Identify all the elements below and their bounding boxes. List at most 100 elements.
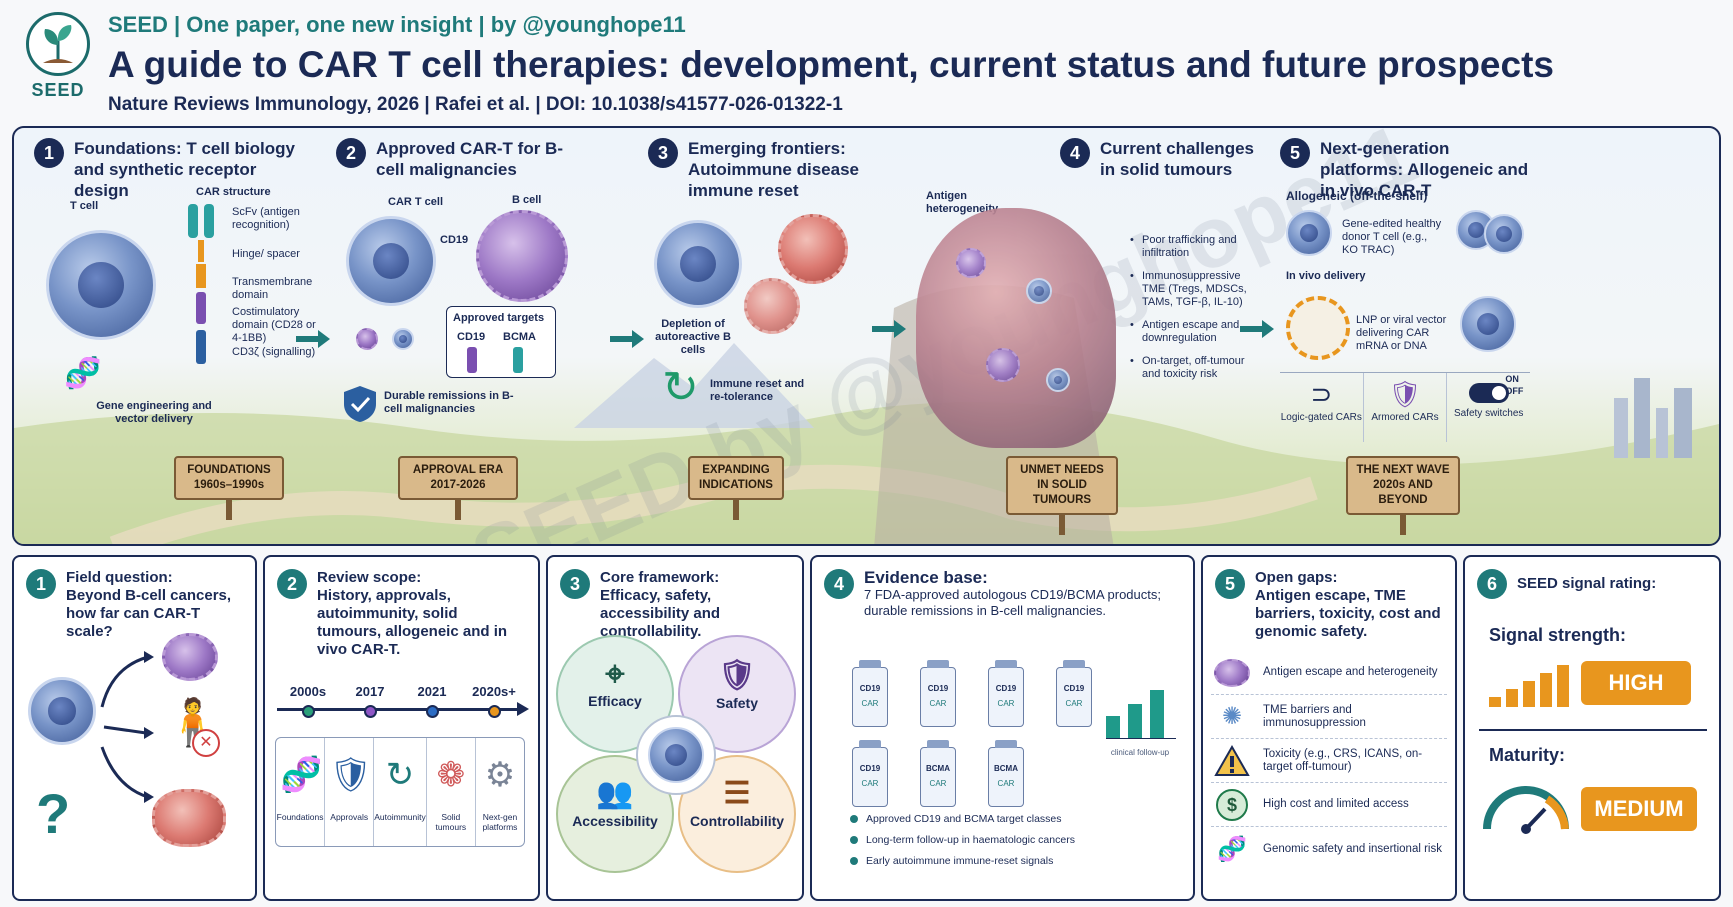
feature-label: Logic-gated CARs [1280,412,1362,423]
arrow-right-icon [872,320,906,338]
car-part-hinge: Hinge/ spacer [232,248,300,260]
followup-chart: clinical follow-up [1100,677,1188,757]
stage-number: 4 [1060,138,1090,168]
timeline: 2000s 2017 2021 2020s+ [277,684,529,724]
cart-image [648,727,704,783]
tme-icon: ✺ [1221,703,1243,730]
followup-bar [1128,704,1142,738]
stage-number: 1 [34,138,64,168]
stage-solid-tumours: 4 Current challenges in solid tumours An… [910,138,1270,538]
panel-review-scope: 2 Review scope: History, approvals, auto… [263,555,540,901]
center-cell-frame [636,715,716,795]
panel-text: 7 FDA-approved autologous CD19/BCMA prod… [864,587,1161,618]
car-receptor-diagram [188,204,214,364]
dna-icon: 🧬 [64,357,102,390]
divider [1479,729,1707,731]
cart-image [28,677,96,745]
panel-number: 4 [824,569,854,599]
evidence-list: Approved CD19 and BCMA target classes Lo… [850,813,1075,876]
sign-subtitle: INDICATIONS [699,479,773,491]
armored-feature: 🛡 Armored CARs [1362,373,1447,442]
followup-bar [1106,716,1120,738]
sign-unmet-needs: UNMET NEEDS IN SOLID TUMOURS [1006,456,1118,535]
stage-number: 2 [336,138,366,168]
vial-target: CD19 [995,684,1017,693]
stage-next-generation: 5 Next-generation platforms: Allogeneic … [1280,138,1700,538]
vial-car: CAR [997,699,1015,708]
vial-target: BCMA [926,764,950,773]
logic-gate-icon: ⊃ [1310,379,1333,409]
gap-item: Antigen escape and heterogeneity [1211,651,1447,695]
autoreactive-bcell-image [778,214,848,284]
seed-logo: SEED [20,12,96,108]
timeline-year: 2020s+ [472,684,516,699]
cart-image [654,220,742,308]
panel-text: Antigen escape, TME barriers, toxicity, … [1255,587,1441,640]
gap-item: $ High cost and limited access [1211,783,1447,827]
stage-title: Current challenges in solid tumours [1100,139,1254,179]
cd19-label: CD19 [440,234,469,246]
gap-label: Toxicity (e.g., CRS, ICANS, on-target of… [1263,747,1423,773]
feature-label: Safety switches [1453,408,1524,419]
feature-label: Armored CARs [1371,412,1439,423]
stage-number: 5 [1280,138,1310,168]
shield-check-icon: 🛡 [717,659,757,692]
signal-label: Signal strength: [1489,625,1627,645]
features-row: ⊃ Logic-gated CARs 🛡 Armored CARs Safety… [1280,372,1530,442]
signal-bar [1557,665,1569,707]
sign-subtitle: IN SOLID TUMOURS [1032,479,1092,506]
bcell-cluster-image [162,633,218,681]
branch-arrows-icon [100,651,154,803]
dna-icon: 🧬 [280,756,323,794]
target-bcma: BCMA [503,331,536,343]
timeline-item: 2020s+ [469,684,519,718]
switch-off-label: OFF [1505,386,1524,396]
panel-title: Evidence base: [864,568,988,587]
car-part-scfv: ScFv (antigen recognition) [232,206,300,231]
scope-item: 🛡Approvals [325,738,375,846]
target-cd19: CD19 [457,331,486,343]
vial-car: CAR [997,779,1015,788]
header: SEED SEED | One paper, one new insight |… [0,0,1733,118]
vial-car: CAR [929,699,947,708]
panel-title: Review scope: [317,569,422,586]
sign-title: UNMET NEEDS [1020,464,1104,476]
sign-approval: APPROVAL ERA 2017-2026 [398,456,518,520]
scope-item: ⚙Next-gen platforms [476,738,524,846]
vial-car: CAR [929,779,947,788]
citation: Nature Reviews Immunology, 2026 | Rafei … [108,94,843,115]
car-part-transmembrane: Transmembrane domain [232,276,313,301]
page-title: A guide to CAR T cell therapies: develop… [108,44,1554,85]
challenges-list: Poor trafficking and infiltration Immuno… [1130,234,1260,391]
signal-bars-icon [1489,661,1569,707]
stage-title: Emerging frontiers: Autoimmune disease i… [688,139,859,200]
allo-tcell-image [1484,214,1524,254]
panel-core-framework: 3 Core framework: Efficacy, safety, acce… [546,555,804,901]
gap-item: Toxicity (e.g., CRS, ICANS, on-target of… [1211,739,1447,783]
dna-warning-icon: 🧬 [1217,835,1247,863]
product-vial: BCMA CAR [920,740,956,807]
car-structure-label: CAR structure [196,186,271,198]
signal-bar [1489,697,1501,707]
evidence-item: Early autoimmune immune-reset signals [850,855,1075,867]
panel-title: SEED signal rating: [1517,575,1657,592]
scope-label: Approvals [330,812,369,822]
panel-evidence-base: 4 Evidence base: 7 FDA-approved autologo… [810,555,1195,901]
toggle-switch-icon [1468,383,1509,403]
panel-number: 1 [26,569,56,599]
safety-switch-feature: Safety switches ON OFF [1446,373,1530,442]
switch-on-label: ON [1505,374,1519,384]
allogeneic-label: Allogeneic (off-the-shelf) [1286,189,1428,203]
maturity-rating-badge: MEDIUM [1581,787,1697,831]
signal-bar [1506,689,1518,707]
quadrant-label: Controllability [689,813,785,829]
cart-label: CAR T cell [388,196,444,208]
people-icon: 👥 [596,777,634,810]
followup-bar [1150,690,1164,738]
sign-next-wave: THE NEXT WAVE 2020s AND BEYOND [1346,456,1460,535]
tumour-mass-image [916,208,1116,448]
vial-target: BCMA [994,764,1018,773]
scope-item: 🧬Foundations [276,738,326,846]
scope-grid: 🧬Foundations 🛡Approvals ↻Autoimmunity ❁S… [275,737,525,847]
